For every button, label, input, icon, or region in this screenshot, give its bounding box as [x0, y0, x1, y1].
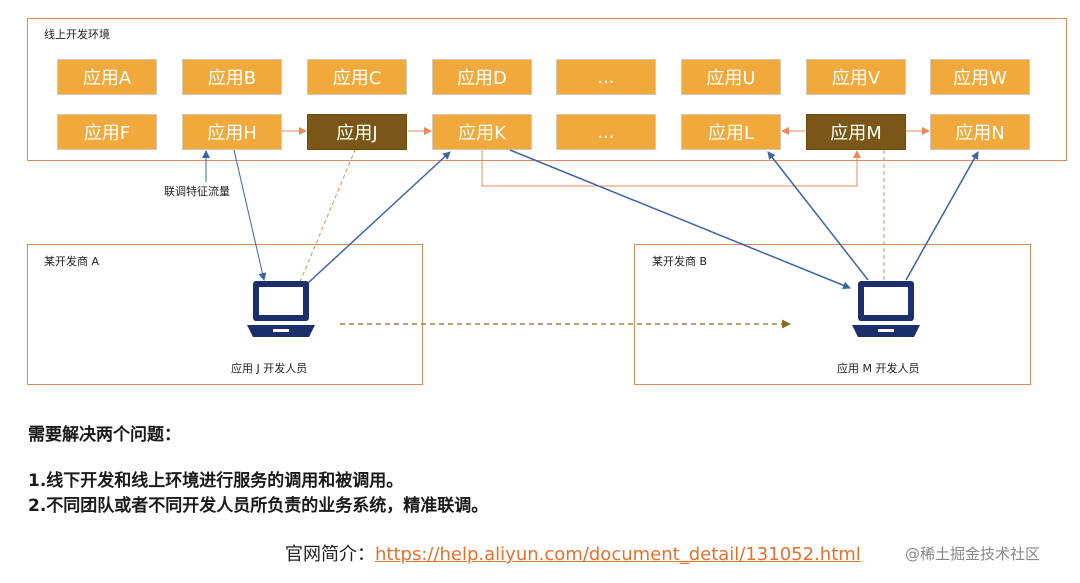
problem-1: 1.线下开发和线上环境进行服务的调用和被调用。 [28, 471, 404, 491]
vendor-b-developer-label: 应用 M 开发人员 [837, 362, 920, 375]
app-c: 应用C [307, 59, 407, 95]
arrow-laptop-b-to-n [905, 151, 979, 281]
footer-link[interactable]: https://help.aliyun.com/document_detail/… [375, 544, 861, 565]
problems-heading: 需要解决两个问题： [28, 425, 181, 445]
app-b: 应用B [182, 59, 282, 95]
online-env-frame [27, 18, 1067, 161]
app-u: 应用U [681, 59, 781, 95]
arrow-h-to-laptop-a [233, 149, 267, 281]
app-j: 应用J [307, 114, 407, 150]
vendor-a-developer-label: 应用 J 开发人员 [231, 362, 308, 375]
app-f: 应用F [57, 114, 157, 150]
app-ellipsis-2: ... [556, 114, 656, 150]
app-h: 应用H [182, 114, 282, 150]
app-d: 应用D [432, 59, 532, 95]
vendor-b-frame [634, 244, 1031, 385]
link-traffic-label: 联调特征流量 [164, 185, 230, 198]
app-ellipsis-1: ... [556, 59, 656, 95]
app-l: 应用L [681, 114, 781, 150]
arrow-laptop-b-to-l [767, 151, 869, 281]
footer-prefix: 官网简介： [285, 544, 375, 565]
arrow-k-to-m [481, 150, 861, 187]
arrow-k-to-laptop-b [509, 149, 851, 290]
dashed-laptop-a-to-j [299, 149, 356, 283]
vendor-b-label: 某开发商 B [652, 255, 708, 268]
arrow-laptop-a-to-k [307, 151, 451, 284]
laptop-b-icon [852, 281, 920, 337]
app-m: 应用M [806, 114, 906, 150]
watermark: @稀土掘金技术社区 [905, 545, 1041, 563]
online-env-label: 线上开发环境 [44, 28, 110, 41]
problem-2: 2.不同团队或者不同开发人员所负责的业务系统，精准联调。 [28, 496, 489, 516]
app-a: 应用A [57, 59, 157, 95]
laptop-a-icon [247, 281, 315, 337]
app-n: 应用N [930, 114, 1030, 150]
app-v: 应用V [806, 59, 906, 95]
vendor-a-frame [27, 244, 423, 385]
app-k: 应用K [432, 114, 532, 150]
vendor-a-label: 某开发商 A [44, 255, 100, 268]
footer: 官网简介：https://help.aliyun.com/document_de… [285, 540, 861, 566]
app-w: 应用W [930, 59, 1030, 95]
